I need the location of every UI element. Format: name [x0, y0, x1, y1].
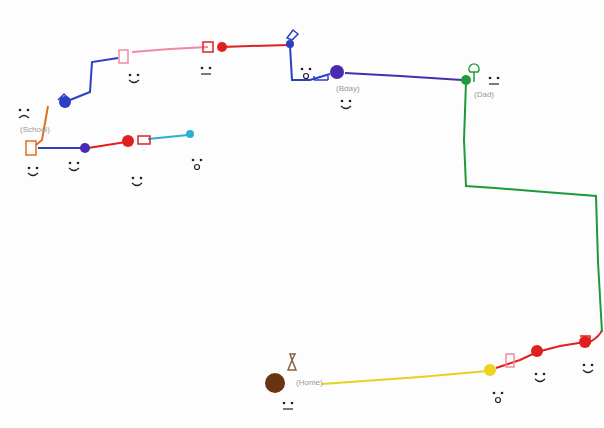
pencil-note: (Dad) — [474, 90, 494, 100]
pencil-note: (Home) — [296, 378, 323, 388]
pencil-note: (School) — [20, 125, 50, 135]
pencil-note: (Bday) — [336, 84, 360, 94]
